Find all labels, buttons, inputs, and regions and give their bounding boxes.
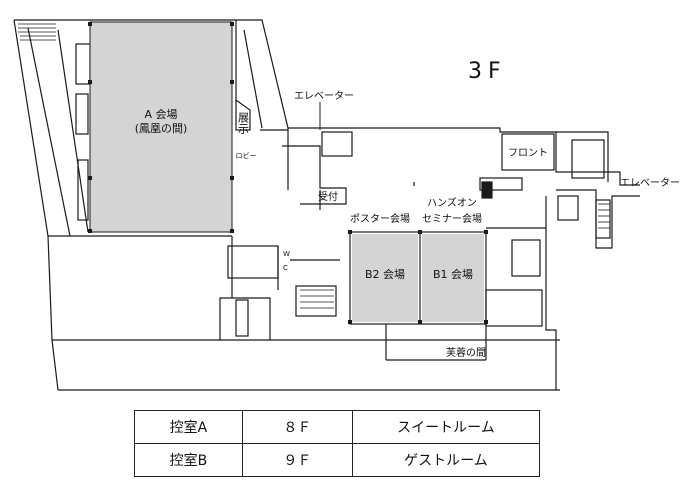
seminar-hall-label: セミナー会場 (422, 212, 482, 225)
front-label: フロント (508, 148, 548, 159)
waiting-room-floor: ９Ｆ (241, 443, 353, 477)
waiting-room-name: 控室B (134, 443, 243, 477)
hall-a-label: A 会場 (144, 108, 177, 121)
hall-a-sublabel: (鳳凰の間) (135, 122, 188, 135)
lobby-label: ロビー (236, 151, 257, 160)
building-outline (13, 19, 640, 391)
waiting-room-name: 控室A (134, 410, 243, 444)
waiting-room-type: スイートルーム (351, 410, 541, 444)
b2-label: B2 会場 (365, 268, 405, 281)
table-row: 控室B ９Ｆ ゲストルーム (134, 443, 541, 477)
table-row: 控室A ８Ｆ スイートルーム (134, 410, 541, 444)
poster-hall-label: ポスター会場 (350, 212, 410, 225)
waiting-room-floor: ８Ｆ (241, 410, 353, 444)
hall-a-area (89, 21, 233, 233)
wc-c-label: C (283, 264, 288, 272)
b1-label: B1 会場 (433, 268, 473, 281)
reception-label: 受付 (318, 190, 338, 203)
hall-b2-area (352, 234, 418, 322)
waiting-rooms-table: 控室A ８Ｆ スイートルーム 控室B ９Ｆ ゲストルーム (134, 410, 541, 477)
hall-b1-area (422, 234, 484, 322)
hall-b-pillars (348, 230, 488, 324)
elevator-right-label: エレベーター (620, 177, 680, 189)
hall-a-pillars (88, 22, 234, 233)
floor-plan-map: 3F A 会場 (鳳凰の間) 展示 ロビー エレベーター フロント エレベーター… (13, 19, 680, 391)
elevator-left-label: エレベーター (294, 90, 354, 102)
handson-label: ハンズオン (427, 196, 477, 209)
floor-label: 3F (468, 59, 507, 84)
fuyou-label: 芙蓉の間 (446, 346, 486, 359)
exhibit-label: 展示 (237, 112, 250, 134)
wc-w-label: W (283, 250, 290, 258)
waiting-room-type: ゲストルーム (351, 443, 541, 477)
